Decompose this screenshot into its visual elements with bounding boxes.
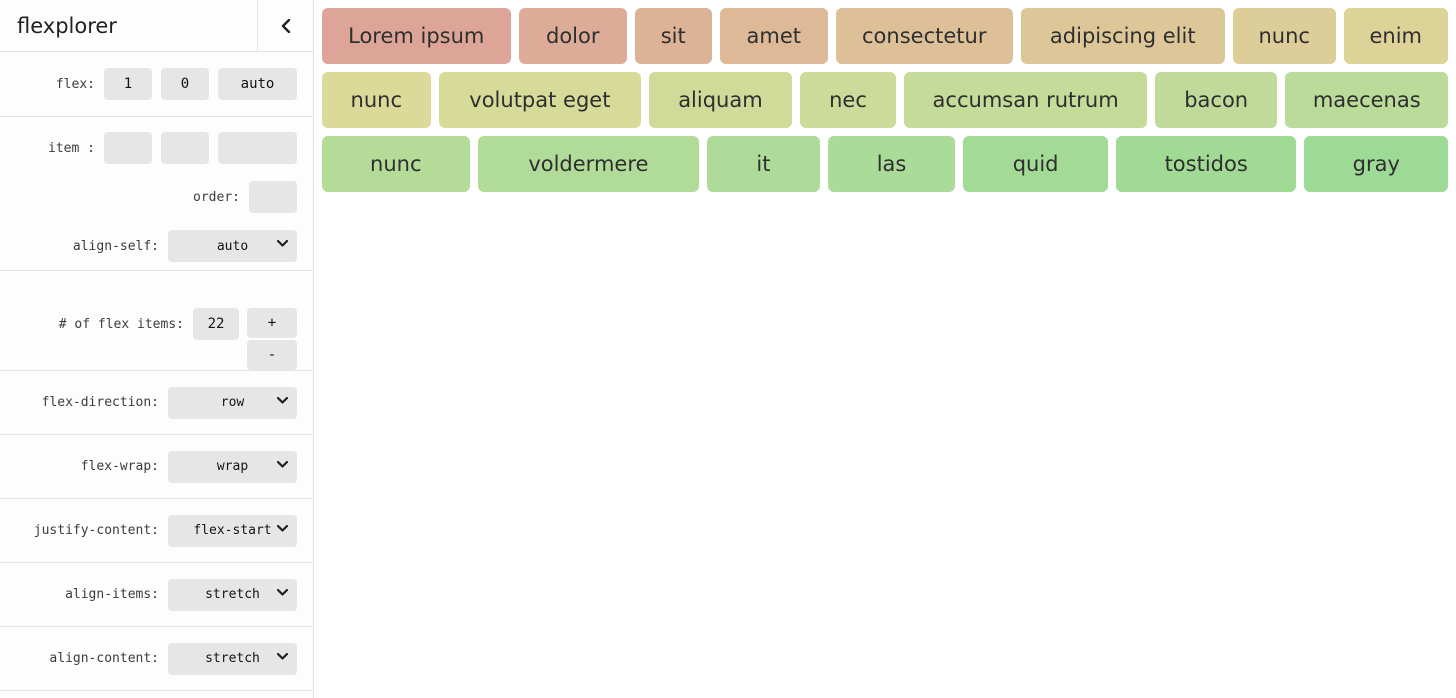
align-self-select[interactable]: auto <box>168 230 297 262</box>
item-basis-input[interactable] <box>218 132 297 164</box>
flex-item[interactable]: maecenas <box>1285 72 1449 128</box>
justify-content-label: justify-content: <box>33 523 159 538</box>
count-stepper: + - <box>247 308 297 370</box>
flex-label: flex: <box>55 76 95 92</box>
justify-content-select[interactable]: flex-start <box>168 514 297 547</box>
item-grow-input[interactable] <box>104 132 152 164</box>
count-label: # of flex items: <box>58 316 184 332</box>
flex-item[interactable]: bacon <box>1154 72 1278 128</box>
flex-basis-input[interactable] <box>218 68 297 100</box>
flex-item[interactable]: voldermere <box>477 136 700 192</box>
flex-direction-value: row <box>220 395 245 410</box>
flex-item[interactable]: nunc <box>1233 8 1336 64</box>
chevron-down-icon <box>277 652 288 660</box>
align-content-value: stretch <box>205 651 260 666</box>
chevron-down-icon <box>277 524 288 532</box>
chevron-down-icon <box>277 396 288 404</box>
flex-grow-input[interactable] <box>104 68 152 100</box>
align-content-label: align-content: <box>49 651 159 666</box>
align-content-select[interactable]: stretch <box>168 642 297 675</box>
justify-content-value: flex-start <box>193 523 272 538</box>
section-item: item : order: align-self: auto <box>0 117 313 271</box>
flex-item[interactable]: accumsan rutrum <box>904 72 1147 128</box>
section-align-items: align-items: stretch <box>0 563 313 627</box>
align-items-select[interactable]: stretch <box>168 578 297 611</box>
align-items-label: align-items: <box>65 587 159 602</box>
flex-item[interactable]: consectetur <box>836 8 1013 64</box>
remove-item-button[interactable]: - <box>247 340 297 370</box>
flex-item[interactable]: nunc <box>322 136 470 192</box>
item-shrink-input[interactable] <box>161 132 209 164</box>
flex-item[interactable]: aliquam <box>649 72 792 128</box>
flex-item[interactable]: amet <box>719 8 828 64</box>
chevron-down-icon <box>277 460 288 468</box>
flex-item[interactable]: gray <box>1304 136 1449 192</box>
add-item-button[interactable]: + <box>247 308 297 338</box>
section-count: # of flex items: + - <box>0 271 313 371</box>
section-align-content: align-content: stretch <box>0 627 313 691</box>
flex-wrap-select[interactable]: wrap <box>168 450 297 483</box>
order-input[interactable] <box>249 181 297 213</box>
section-flex-direction: flex-direction: row <box>0 371 313 435</box>
item-count-input[interactable] <box>193 308 239 340</box>
flex-item[interactable]: adipiscing elit <box>1020 8 1225 64</box>
flex-item[interactable]: sit <box>635 8 712 64</box>
flex-item[interactable]: nec <box>799 72 897 128</box>
flex-item[interactable]: Lorem ipsum <box>322 8 511 64</box>
item-label: item : <box>48 140 95 156</box>
chevron-down-icon <box>277 588 288 596</box>
sidebar-header: flexplorer <box>0 0 313 52</box>
flex-wrap-value: wrap <box>216 459 249 474</box>
flex-item[interactable]: enim <box>1343 8 1448 64</box>
sidebar-collapse-button[interactable] <box>257 0 313 51</box>
align-self-label: align-self: <box>72 238 159 254</box>
section-justify-content: justify-content: flex-start <box>0 499 313 563</box>
flex-shrink-input[interactable] <box>161 68 209 100</box>
chevron-down-icon <box>277 240 288 247</box>
align-self-value: auto <box>216 238 249 254</box>
sidebar: flexplorer flex: item : <box>0 0 314 698</box>
flex-item[interactable]: quid <box>963 136 1108 192</box>
flex-direction-label: flex-direction: <box>41 395 159 410</box>
section-flex: flex: <box>0 52 313 117</box>
flex-wrap-label: flex-wrap: <box>80 459 159 474</box>
flex-item[interactable]: nunc <box>322 72 431 128</box>
flex-item[interactable]: las <box>827 136 956 192</box>
flex-item[interactable]: dolor <box>518 8 627 64</box>
flex-item[interactable]: it <box>707 136 820 192</box>
align-items-value: stretch <box>205 587 260 602</box>
order-label: order: <box>193 189 240 205</box>
section-flex-wrap: flex-wrap: wrap <box>0 435 313 499</box>
flex-item[interactable]: volutpat eget <box>438 72 642 128</box>
flex-item[interactable]: tostidos <box>1115 136 1297 192</box>
flex-direction-select[interactable]: row <box>168 386 297 419</box>
app-title: flexplorer <box>17 13 117 38</box>
chevron-left-icon <box>281 18 290 33</box>
